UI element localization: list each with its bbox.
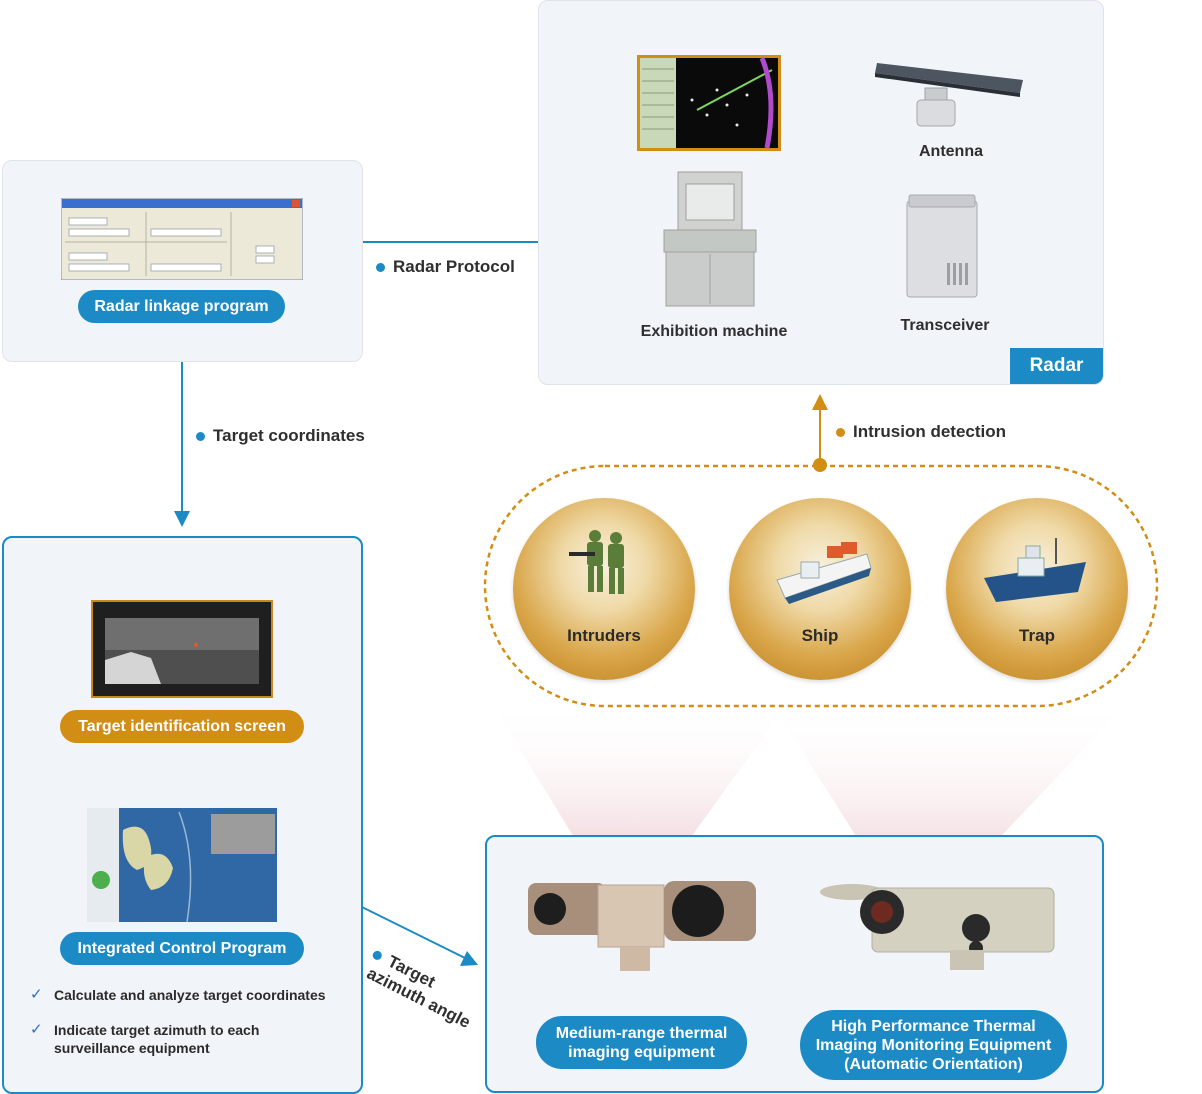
exhibition-machine-image bbox=[663, 171, 757, 307]
check-item-indicate: ✓ Indicate target azimuth to each survei… bbox=[30, 1021, 259, 1057]
intrusion-detection-dot bbox=[836, 427, 845, 437]
high-performance-camera-image bbox=[820, 884, 1055, 970]
intrusion-detection-flow: Intrusion detection bbox=[836, 422, 1006, 442]
antenna-label: Antenna bbox=[919, 143, 983, 160]
radar-tag: Radar bbox=[1010, 348, 1103, 384]
high-performance-equipment-badge: High Performance Thermal Imaging Monitor… bbox=[800, 1010, 1067, 1080]
check-icon: ✓ bbox=[30, 1021, 43, 1038]
intrusion-dot bbox=[813, 458, 827, 472]
trap-image bbox=[984, 538, 1086, 602]
intruders-image bbox=[569, 530, 624, 594]
azimuth-dot bbox=[371, 948, 384, 962]
target-identification-badge: Target identification screen bbox=[60, 710, 304, 743]
azimuth-arrowhead bbox=[460, 951, 478, 966]
radar-display-image bbox=[637, 55, 781, 151]
check-text-indicate: Indicate target azimuth to each surveill… bbox=[54, 1022, 260, 1056]
medium-range-equipment-badge: Medium-range thermal imaging equipment bbox=[536, 1016, 747, 1069]
intrusion-arrowhead bbox=[812, 394, 828, 410]
transceiver-image bbox=[906, 194, 978, 298]
check-text-calculate: Calculate and analyze target coordinates bbox=[54, 987, 326, 1003]
ship-image bbox=[776, 542, 872, 604]
target-coordinates-dot bbox=[196, 431, 205, 441]
target-circle-ship: Ship bbox=[729, 498, 911, 680]
radar-protocol-flow: Radar Protocol bbox=[376, 257, 515, 277]
integrated-control-map-image bbox=[87, 808, 277, 922]
intrusion-detection-label: Intrusion detection bbox=[853, 422, 1006, 441]
radar-protocol-label: Radar Protocol bbox=[393, 257, 515, 276]
medium-range-camera-image bbox=[528, 881, 756, 971]
identification-screen-image bbox=[91, 600, 273, 698]
linkage-window-image bbox=[61, 198, 303, 280]
target-circle-intruders: Intruders bbox=[513, 498, 695, 680]
radar-linkage-program-badge: Radar linkage program bbox=[78, 290, 285, 323]
target-circle-trap: Trap bbox=[946, 498, 1128, 680]
antenna-image bbox=[875, 63, 1023, 127]
target-label-intruders: Intruders bbox=[567, 626, 641, 645]
target-label-trap: Trap bbox=[1019, 626, 1055, 645]
target-coordinates-flow: Target coordinates bbox=[196, 426, 365, 446]
exhibition-machine-label: Exhibition machine bbox=[640, 323, 788, 340]
integrated-control-program-badge: Integrated Control Program bbox=[60, 932, 304, 965]
radar-protocol-dot bbox=[376, 262, 385, 272]
target-label-ship: Ship bbox=[801, 626, 839, 645]
target-coordinates-arrowhead bbox=[174, 511, 190, 527]
check-icon: ✓ bbox=[30, 986, 43, 1003]
targets-oval bbox=[483, 464, 1159, 708]
radar-panel bbox=[538, 0, 1104, 385]
check-item-calculate: ✓ Calculate and analyze target coordinat… bbox=[30, 986, 326, 1004]
target-coordinates-label: Target coordinates bbox=[213, 426, 365, 445]
transceiver-label: Transceiver bbox=[900, 317, 990, 334]
beam-medium bbox=[490, 700, 790, 880]
